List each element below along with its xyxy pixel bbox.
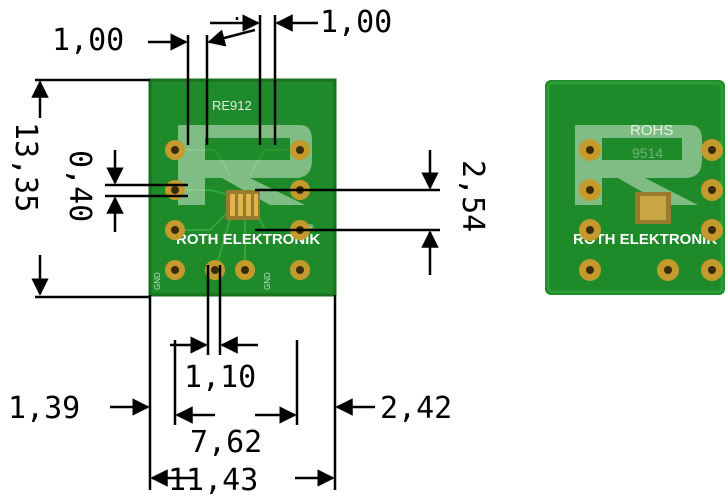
pcb-edge-shade: [148, 78, 337, 297]
back-pad-grid: [579, 139, 723, 281]
dim-pad-height: 0,40: [62, 150, 97, 222]
front-board: RE912 ROTH ELEKTRONIK ® GND GND: [148, 78, 337, 297]
pad: [701, 179, 723, 201]
pad: [657, 259, 679, 281]
pad: [701, 139, 723, 161]
pad: [579, 139, 601, 161]
dim-board-height: 13,35: [8, 122, 43, 212]
pad: [579, 219, 601, 241]
dim-right-offset: 2,42: [380, 391, 452, 426]
watermark-logo: [178, 125, 312, 205]
pad: [165, 220, 185, 240]
back-board: ROHS 9514 ROTH ELEKTRONIK ®: [545, 80, 725, 295]
back-logo-text: ROTH ELEKTRONIK: [573, 231, 717, 248]
pad: [290, 140, 310, 160]
pad: [579, 179, 601, 201]
dimension-lines: [31, 14, 440, 490]
pad: [165, 140, 185, 160]
watermark-logo: [575, 125, 702, 205]
side-text-right: GND: [263, 272, 272, 290]
dim-row-spacing: 7,62: [190, 425, 262, 460]
pad: [235, 260, 255, 280]
side-text-left: GND: [153, 272, 162, 290]
logo-text: ROTH ELEKTRONIK: [176, 231, 320, 248]
chip-footprint: [226, 190, 260, 220]
pad: [579, 259, 601, 281]
dim-top-left: 1,00: [52, 23, 124, 58]
dim-trace-width: 1,10: [184, 360, 256, 395]
dim-pin-pitch: 2,54: [455, 160, 490, 232]
dim-left-offset: 1,39: [8, 391, 80, 426]
pad: [701, 259, 723, 281]
pad: [165, 260, 185, 280]
part-code: RE912: [212, 98, 252, 113]
pad: [290, 260, 310, 280]
reg-mark: ®: [307, 223, 314, 233]
pad: [701, 219, 723, 241]
dim-board-width: 11,43: [168, 463, 258, 498]
dim-top-right: 1,00: [320, 5, 392, 40]
